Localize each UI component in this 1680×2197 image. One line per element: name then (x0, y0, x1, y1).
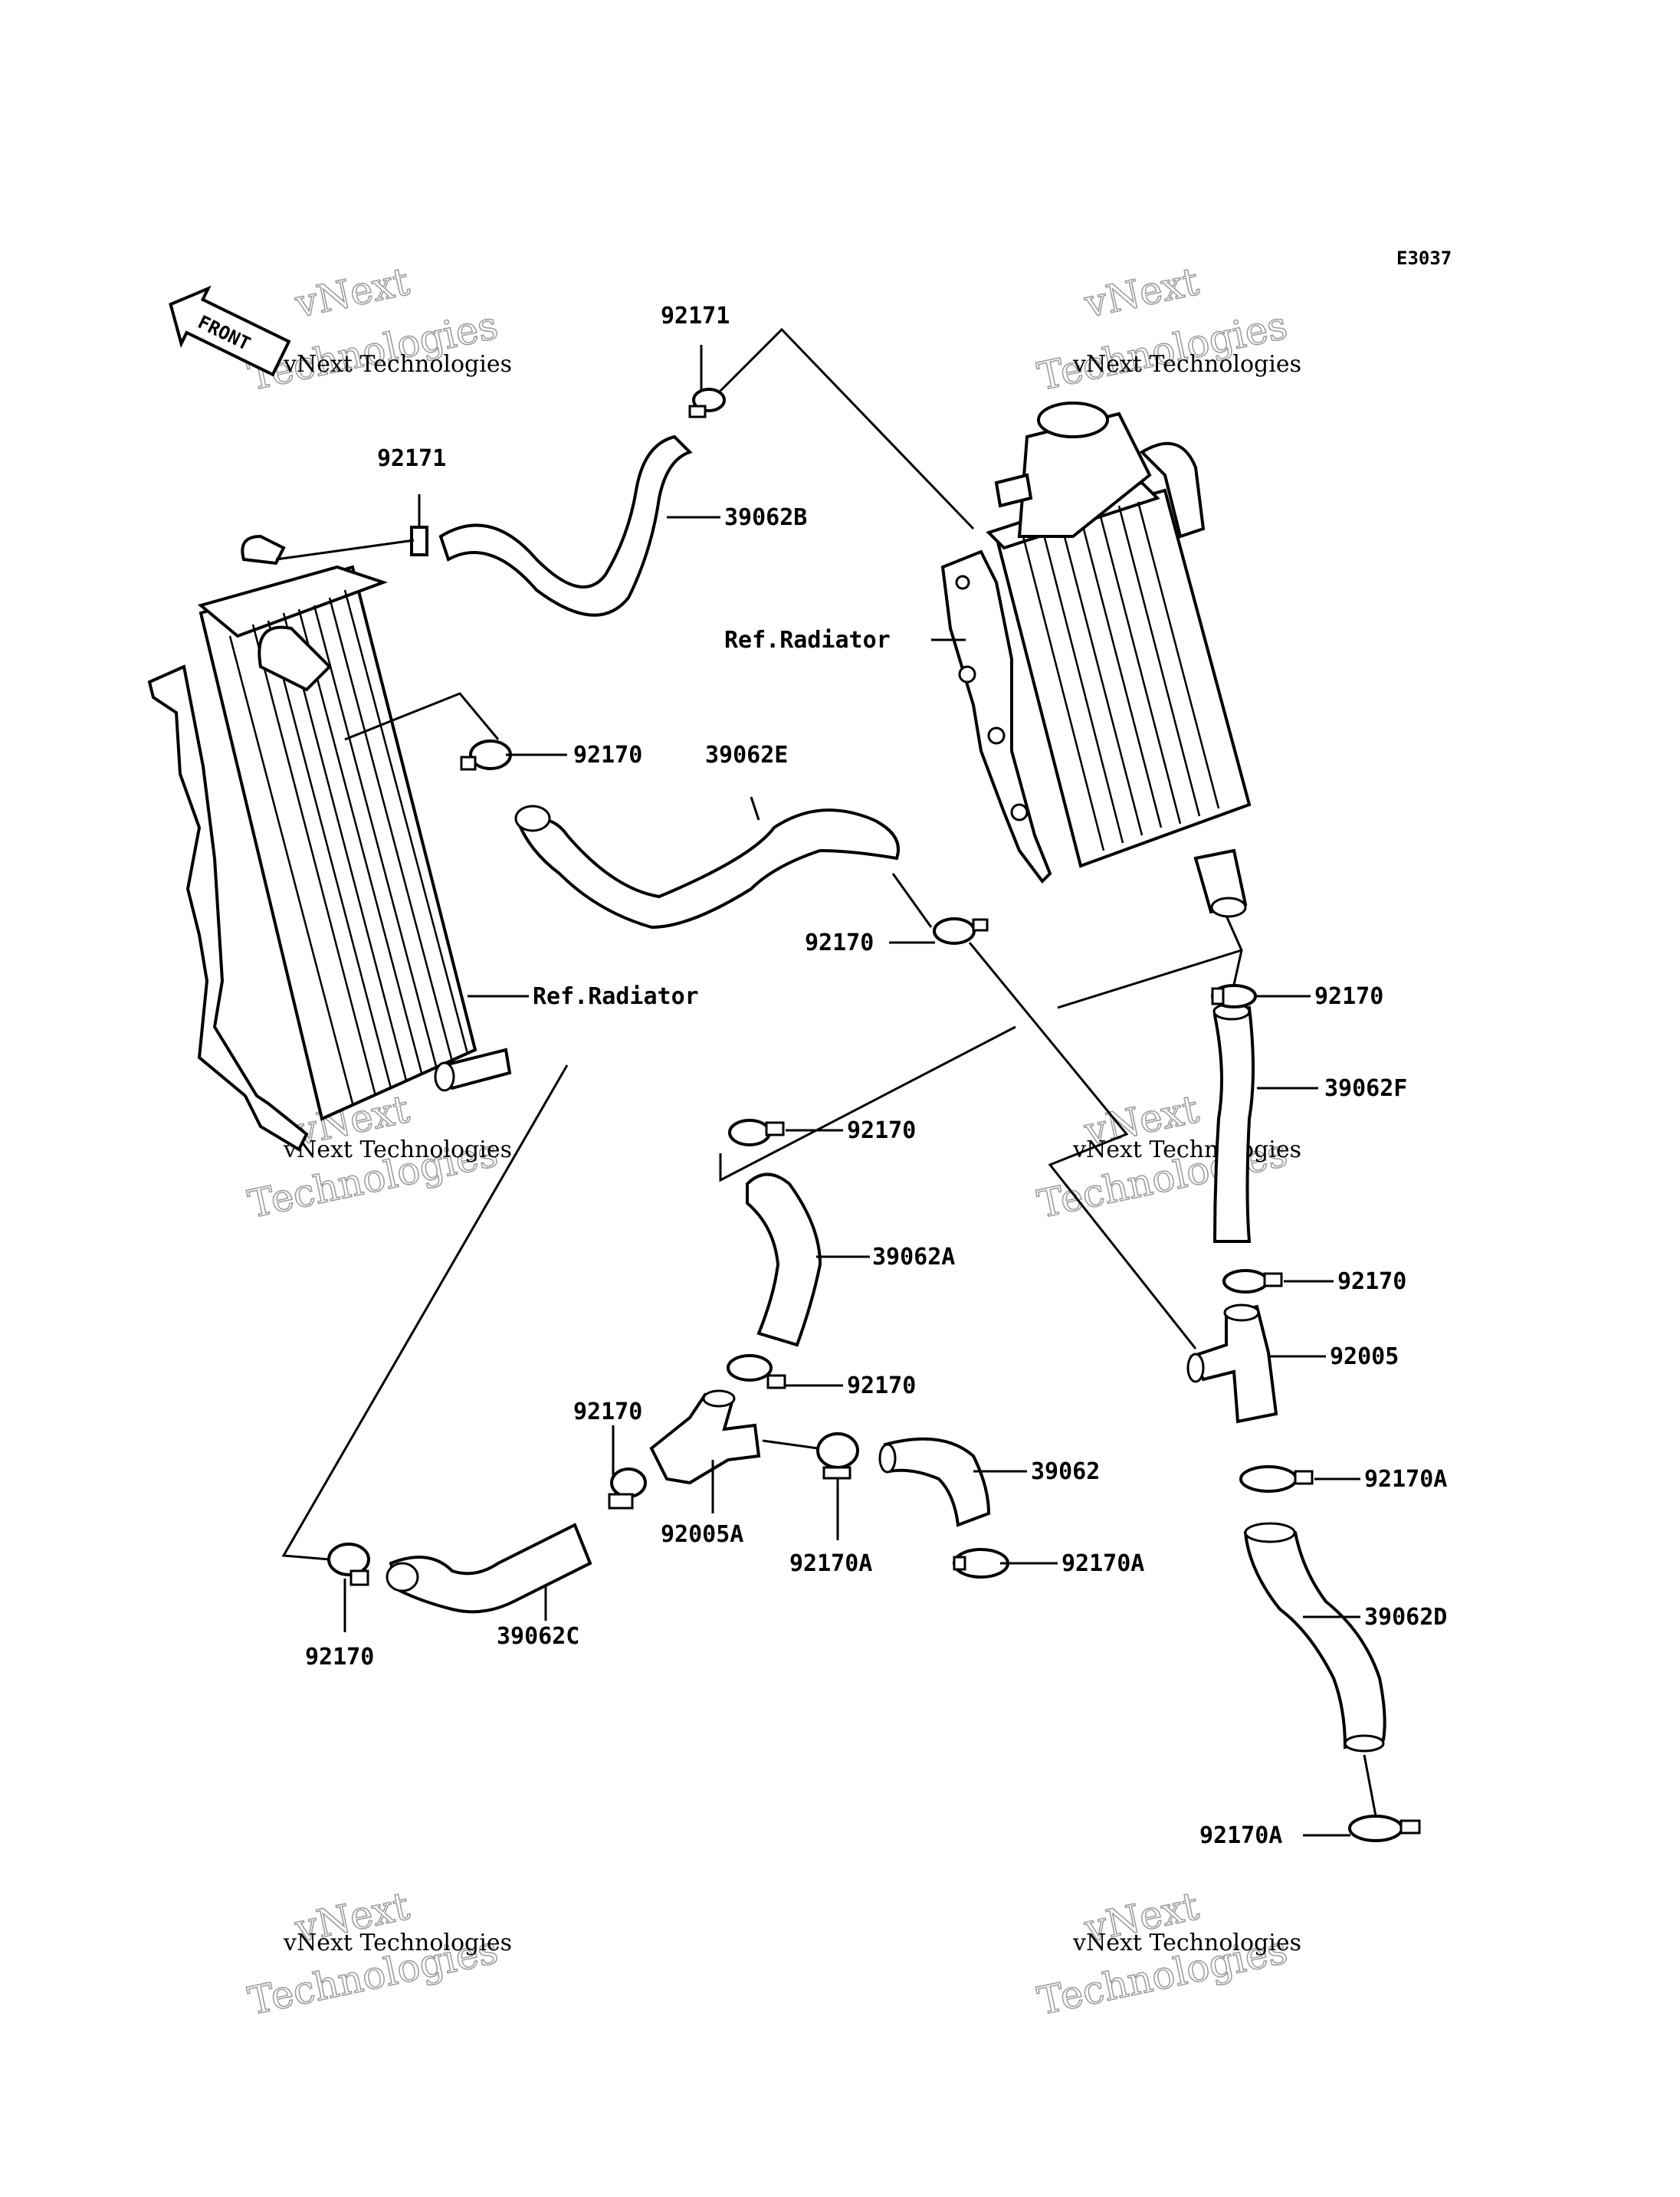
clamp-icon-92170-upper-center (728, 1119, 785, 1146)
right-radiator (940, 402, 1252, 918)
clamp-icon-92170A-lower (953, 1548, 1009, 1579)
clamp-icon-92170-left-joint (608, 1467, 647, 1510)
diagram-code: E3037 (1396, 248, 1452, 269)
clamp-icon-92170A-bottom (1348, 1815, 1421, 1842)
label-ref-radiator-left: Ref.Radiator (533, 983, 699, 1010)
label-92170A-bottom: 92170A (1199, 1822, 1282, 1849)
label-92171-left: 92171 (377, 445, 446, 472)
label-92170-left-joint: 92170 (573, 1399, 642, 1425)
svg-text:vNext: vNext (290, 259, 413, 326)
hose-39062A (746, 1172, 822, 1347)
label-39062A: 39062A (872, 1244, 955, 1271)
label-92170-center-lower: 92170 (847, 1372, 916, 1399)
label-92171-top: 92171 (661, 303, 730, 330)
label-39062B: 39062B (724, 504, 807, 531)
label-92170-bottom-left: 92170 (305, 1644, 374, 1671)
clamp-icon-92170-mid (933, 917, 989, 945)
watermark-text-bottom-left: vNext Technologies (283, 1930, 512, 1956)
label-92170-right-lower: 92170 (1337, 1268, 1406, 1295)
label-92005A: 92005A (661, 1521, 743, 1548)
hose-39062E (515, 808, 900, 930)
label-ref-radiator-right: Ref.Radiator (724, 627, 891, 654)
hose-39062B (438, 434, 693, 617)
clamp-icon-92170-right-radiator (1211, 984, 1257, 1008)
label-92170A-lower: 92170A (1061, 1550, 1144, 1577)
watermark-text-top-right: vNext Technologies (1072, 351, 1301, 378)
hose-39062F (1212, 1005, 1255, 1243)
joint-92005 (1186, 1303, 1278, 1424)
clamp-icon-92170-right-lower (1222, 1269, 1283, 1294)
front-arrow-icon: FRONT (169, 285, 291, 377)
clamp-icon-92170-bottom-left (327, 1543, 370, 1586)
label-92170A-center: 92170A (789, 1550, 872, 1577)
clamp-icon-92171-top (688, 388, 726, 418)
watermark-text-mid-right: vNext Technologies (1072, 1136, 1301, 1163)
label-39062D: 39062D (1364, 1604, 1447, 1631)
watermark-text-mid-left: vNext Technologies (283, 1136, 512, 1163)
label-92005: 92005 (1330, 1343, 1399, 1370)
label-92170-upper-center: 92170 (847, 1117, 916, 1144)
clamp-icon-92170A-right (1239, 1465, 1314, 1493)
label-92170-mid: 92170 (805, 930, 874, 956)
clamp-icon-92170-upper-left (460, 739, 512, 771)
label-92170A-right: 92170A (1364, 1466, 1447, 1493)
label-39062C: 39062C (497, 1623, 579, 1650)
watermark-text-bottom-right: vNext Technologies (1072, 1930, 1301, 1956)
joint-92005A (649, 1389, 761, 1485)
connector-lines (275, 327, 1377, 1837)
left-radiator (147, 534, 512, 1152)
label-39062: 39062 (1031, 1458, 1100, 1485)
label-39062E: 39062E (705, 742, 788, 769)
hose-39062C (389, 1523, 592, 1614)
watermark-text-top-left: vNext Technologies (283, 351, 512, 378)
hose-39062D (1243, 1527, 1386, 1749)
label-92170-right-radiator: 92170 (1314, 983, 1383, 1010)
hose-39062 (883, 1437, 991, 1527)
clamp-icon-92170-center-lower (727, 1354, 786, 1389)
label-92170-upper-left: 92170 (573, 742, 642, 769)
label-39062F: 39062F (1324, 1075, 1407, 1102)
svg-text:vNext: vNext (1080, 259, 1203, 326)
clamp-icon-92170A-center (816, 1432, 859, 1480)
